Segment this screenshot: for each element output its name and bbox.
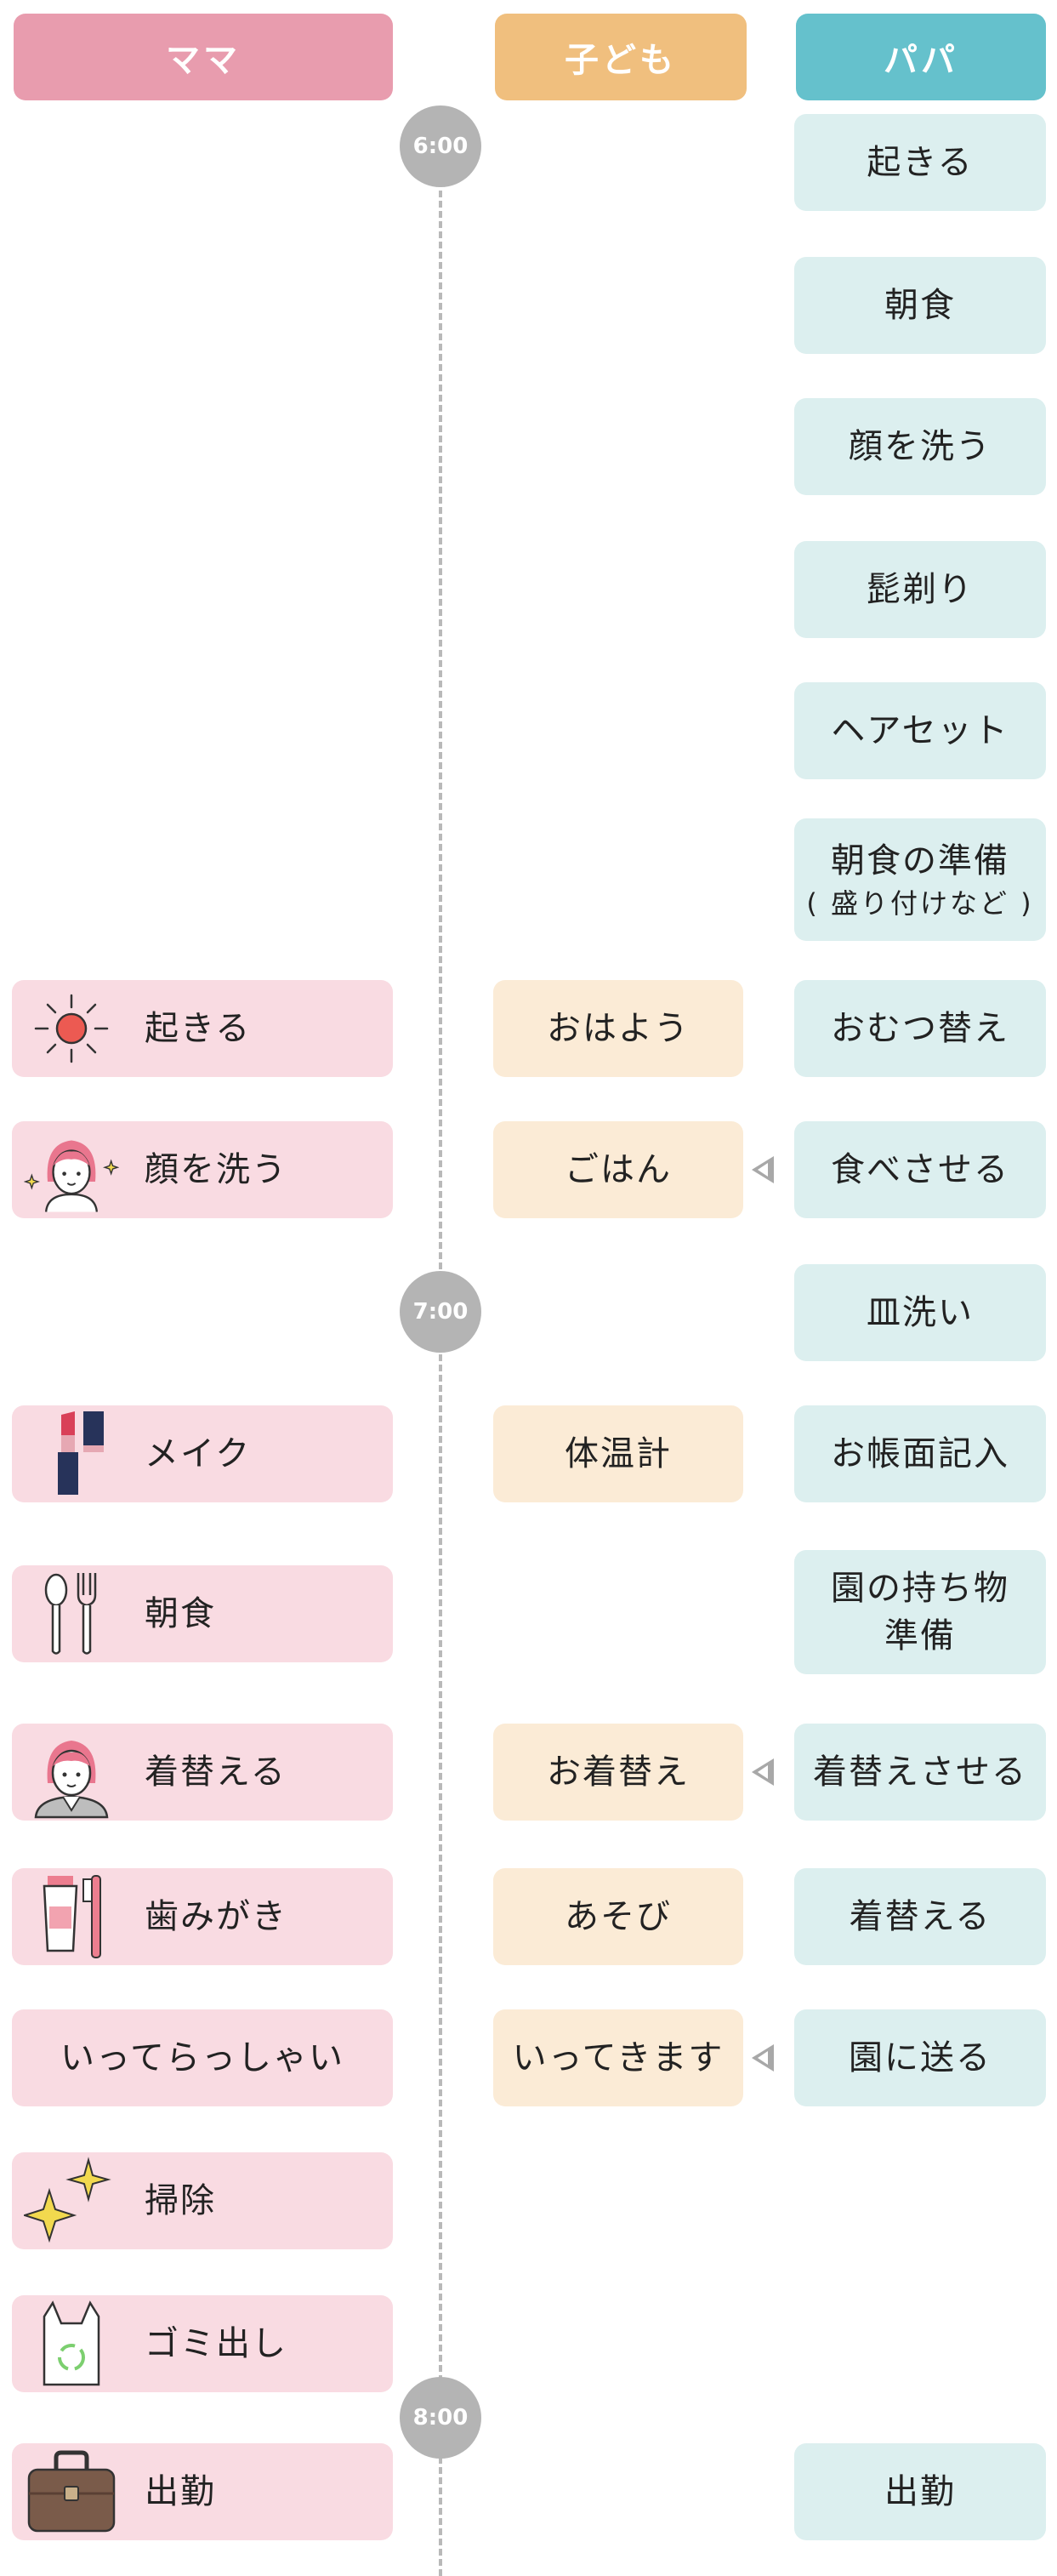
papa-card-diaper: おむつ替え: [794, 980, 1046, 1077]
child-card-morning: おはよう: [493, 980, 743, 1077]
papa-card-label: 朝食: [884, 286, 956, 325]
mama-card-label: 掃除: [145, 2181, 216, 2220]
papa-card-breakfast: 朝食: [794, 257, 1046, 354]
header-child: 子ども: [495, 14, 747, 100]
time-badge-8: 8:00: [400, 2377, 481, 2459]
papa-card-label: 園に送る: [849, 2038, 992, 2077]
mama-card-label: 歯みがき: [145, 1897, 287, 1936]
child-card-leaving: いってきます: [493, 2009, 743, 2106]
papa-card-belongings: 園の持ち物 準備: [794, 1550, 1046, 1674]
papa-card-label: おむつ替え: [831, 1009, 1009, 1048]
spoon-fork-icon: [24, 1571, 119, 1656]
mama-card-change: 着替える: [12, 1724, 393, 1821]
mama-card-label: メイク: [145, 1434, 252, 1473]
mama-card-makeup: メイク: [12, 1405, 393, 1502]
papa-card-label-2: 準備: [884, 1616, 956, 1656]
child-card-change: お着替え: [493, 1724, 743, 1821]
papa-card-label: 朝食の準備: [831, 841, 1009, 881]
papa-card-wake: 起きる: [794, 114, 1046, 211]
papa-card-label: 起きる: [867, 143, 974, 182]
toothbrush-icon: [24, 1874, 119, 1959]
mama-card-wash-face: 顔を洗う: [12, 1121, 393, 1218]
papa-card-feed: 食べさせる: [794, 1121, 1046, 1218]
child-card-thermometer: 体温計: [493, 1405, 743, 1502]
papa-card-dishes: 皿洗い: [794, 1264, 1046, 1361]
sparkle-icon: [24, 2157, 119, 2243]
header-papa: パパ: [796, 14, 1046, 100]
mama-card-label: 起きる: [145, 1009, 252, 1048]
briefcase-icon: [24, 2449, 119, 2534]
papa-card-label: 園の持ち物: [831, 1569, 1009, 1608]
mama-card-label: 顔を洗う: [145, 1150, 287, 1189]
papa-card-label: 着替える: [849, 1897, 992, 1936]
papa-card-dress-child: 着替えさせる: [794, 1724, 1046, 1821]
papa-card-wash-face: 顔を洗う: [794, 398, 1046, 495]
mama-card-wake: 起きる: [12, 980, 393, 1077]
header-mama: ママ: [14, 14, 393, 100]
time-badge-6: 6:00: [400, 105, 481, 187]
papa-card-shave: 髭剃り: [794, 541, 1046, 638]
mama-card-brush-teeth: 歯みがき: [12, 1868, 393, 1965]
arrow-left-icon: [752, 1156, 774, 1183]
mama-card-cleaning: 掃除: [12, 2152, 393, 2249]
sun-icon: [24, 986, 119, 1071]
papa-card-breakfast-prep: 朝食の準備 ( 盛り付けなど ): [794, 818, 1046, 941]
lipstick-icon: [24, 1411, 119, 1496]
arrow-left-icon: [752, 2044, 774, 2072]
timeline-dashed-line: [439, 170, 442, 2576]
child-card-meal: ごはん: [493, 1121, 743, 1218]
child-card-label: あそび: [565, 1897, 672, 1936]
papa-card-label: 出勤: [884, 2472, 956, 2511]
papa-card-commute: 出勤: [794, 2443, 1046, 2540]
papa-card-label: お帳面記入: [831, 1434, 1009, 1473]
child-card-play: あそび: [493, 1868, 743, 1965]
papa-card-hair-set: ヘアセット: [794, 682, 1046, 779]
papa-card-label: 髭剃り: [867, 570, 974, 609]
mama-card-label: 着替える: [145, 1752, 287, 1792]
mama-card-breakfast: 朝食: [12, 1565, 393, 1662]
child-card-label: ごはん: [565, 1150, 672, 1189]
arrow-left-icon: [752, 1758, 774, 1786]
papa-card-label: 食べさせる: [831, 1150, 1009, 1189]
woman-face-sparkle-icon: [24, 1127, 119, 1212]
papa-card-label: 着替えさせる: [813, 1752, 1027, 1792]
time-badge-7: 7:00: [400, 1271, 481, 1353]
garbage-bag-icon: [24, 2300, 119, 2386]
mama-card-garbage: ゴミ出し: [12, 2295, 393, 2392]
mama-card-see-off: いってらっしゃい: [12, 2009, 393, 2106]
mama-card-commute: 出勤: [12, 2443, 393, 2540]
mama-card-label: いってらっしゃい: [60, 2038, 344, 2077]
mama-card-label: 朝食: [145, 1594, 216, 1633]
mama-card-label: 出勤: [145, 2472, 216, 2511]
papa-card-change: 着替える: [794, 1868, 1046, 1965]
papa-card-drop-off: 園に送る: [794, 2009, 1046, 2106]
child-card-label: いってきます: [512, 2038, 725, 2077]
woman-suit-icon: [24, 1730, 119, 1819]
papa-card-label: ヘアセット: [831, 711, 1009, 750]
mama-card-label: ゴミ出し: [145, 2324, 287, 2363]
papa-card-notebook: お帳面記入: [794, 1405, 1046, 1502]
papa-card-label: 皿洗い: [867, 1293, 974, 1332]
child-card-label: お着替え: [547, 1752, 690, 1792]
papa-card-label: 顔を洗う: [849, 427, 992, 466]
child-card-label: おはよう: [547, 1009, 690, 1048]
papa-card-note: ( 盛り付けなど ): [806, 886, 1034, 920]
child-card-label: 体温計: [565, 1434, 672, 1473]
